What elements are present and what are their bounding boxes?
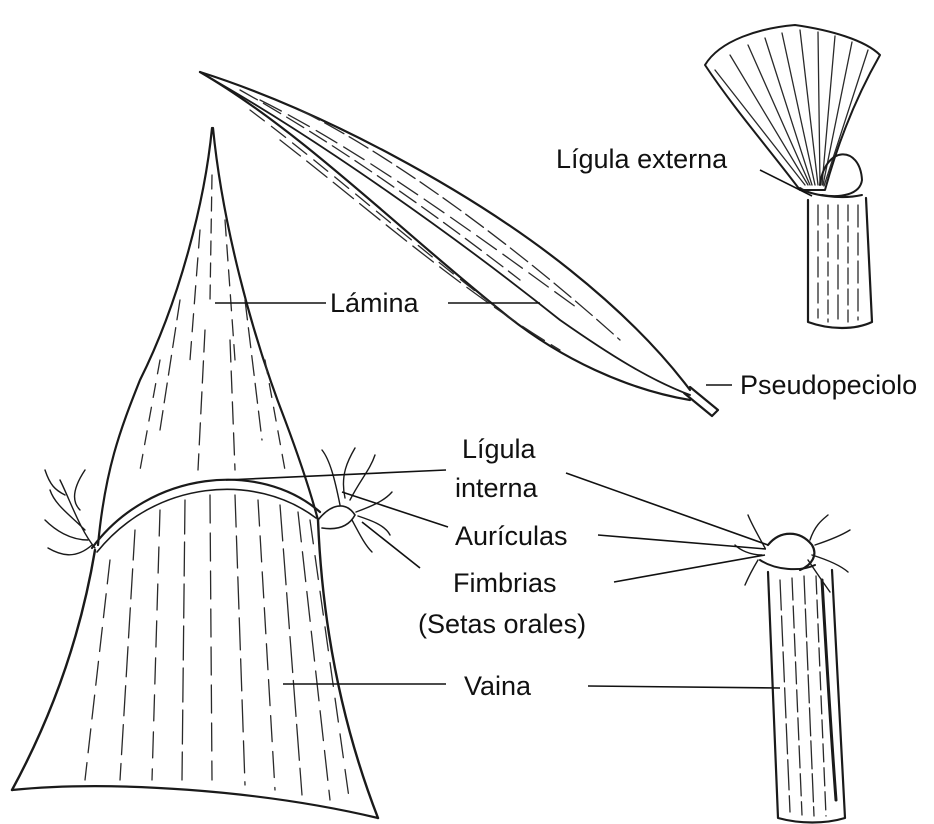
label-fimbrias: Fimbrias: [453, 568, 557, 598]
leaf-blade-drawing: [200, 72, 718, 416]
label-lamina: Lámina: [330, 288, 420, 318]
top-right-shoot-drawing: [705, 25, 880, 328]
label-ligula-externa: Lígula externa: [556, 144, 728, 174]
label-pseudopeciolo: Pseudopeciolo: [740, 370, 917, 400]
label-setas-orales: (Setas orales): [418, 609, 586, 639]
label-ligula-interna-line2: interna: [455, 473, 539, 503]
label-ligula-interna-line1: Lígula: [462, 434, 537, 464]
bottom-right-shoot-drawing: [735, 515, 850, 823]
label-vaina: Vaina: [464, 671, 532, 701]
labels: Lígula externa Lámina Pseudopeciolo Lígu…: [330, 144, 917, 701]
culm-sheath-drawing: [12, 128, 392, 818]
label-auriculas: Aurículas: [455, 521, 568, 551]
